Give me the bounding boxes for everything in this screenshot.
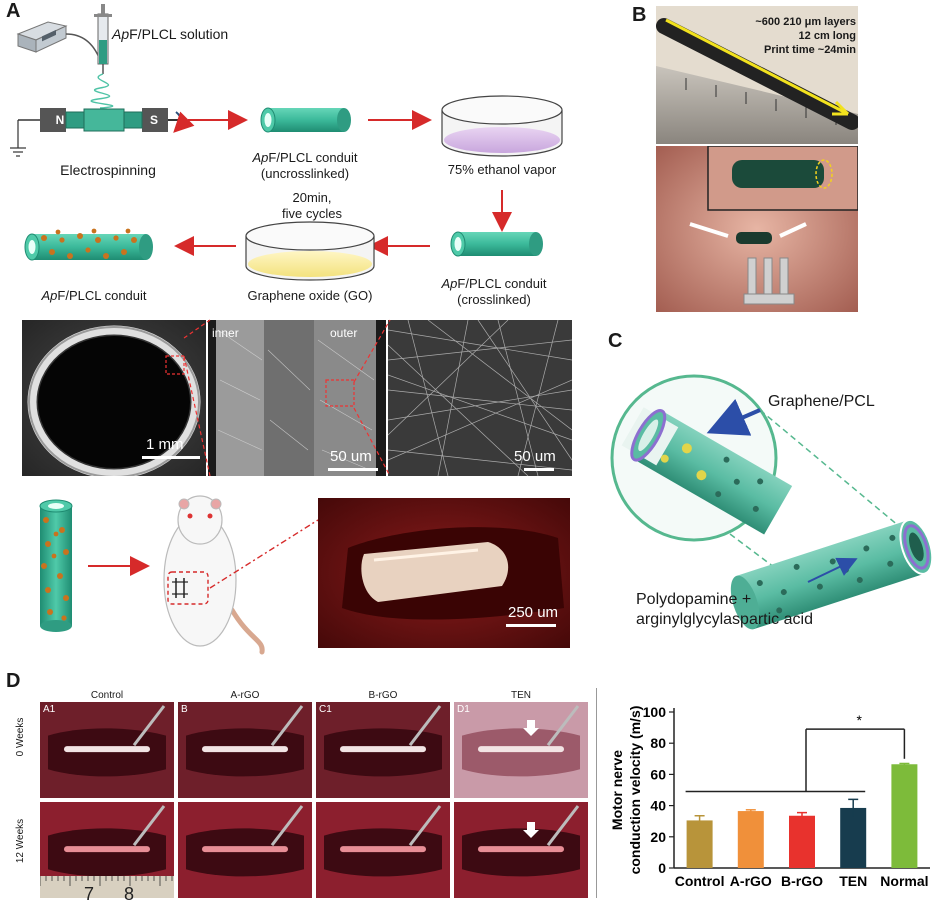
y-axis-label-2: conduction velocity (m/s): [627, 706, 643, 875]
col-title-argo: A-rGO: [230, 690, 260, 701]
conduit-uncrosslinked-label-1: ApF/PLCL conduit: [252, 150, 358, 165]
sem-fiber-image: 50 um: [388, 320, 572, 476]
y-tick-label-20: 20: [650, 829, 666, 845]
bar-ten: [840, 807, 867, 868]
sem-outer-label: outer: [330, 326, 358, 340]
panel-c-conduit-illustration: [610, 374, 934, 630]
ruler-mark-7: 7: [84, 884, 95, 904]
vertical-conduit-icon: [39, 499, 73, 632]
y-tick-label-100: 100: [643, 704, 667, 720]
power-supply-icon: [16, 21, 68, 53]
conduit-go-coated-icon: [24, 228, 153, 261]
graphene-oxide-label: Graphene oxide (GO): [247, 288, 373, 303]
print-spec-line-1: ~600 210 μm layers: [755, 16, 856, 28]
bar-a-rgo: [737, 811, 764, 868]
row-label-0-weeks: 0 Weeks: [15, 717, 26, 757]
sem-inner-label: inner: [212, 326, 239, 340]
sem-3-scale-label: 50 um: [514, 448, 556, 465]
panel-a-schematic: [10, 4, 563, 281]
surgery-photo-r1-c2: [316, 802, 450, 898]
significance-star: *: [856, 712, 862, 728]
surgery-photo-r0-c1: B: [178, 702, 312, 798]
conduit-uncrosslinked-label-2: (uncrosslinked): [260, 166, 350, 181]
y-tick-label-80: 80: [650, 735, 666, 751]
implant-schematic: [39, 495, 319, 655]
rgd-label: arginylglycylaspartic acid: [636, 611, 813, 628]
cycles-label-1: 20min,: [292, 190, 332, 205]
ruler-mark-8: 8: [124, 884, 135, 904]
surgery-photo-r0-c0: A1: [40, 702, 174, 798]
bar-control: [686, 820, 713, 868]
x-tick-label-normal: Normal: [880, 873, 928, 889]
x-tick-label-control: Control: [675, 873, 725, 889]
graphene-oxide-dish-icon: [245, 221, 375, 281]
y-tick-label-0: 0: [658, 860, 666, 876]
sem-cross-section-image: 1 mm: [22, 320, 206, 476]
surgery-photo-r0-c2: C1: [316, 702, 450, 798]
bar-normal: [891, 764, 918, 868]
cell-tag-1: B: [181, 704, 188, 715]
graphene-pcl-label: Graphene/PCL: [768, 393, 875, 410]
panel-d-letter: D: [6, 670, 21, 692]
conduit-crosslinked-label-1: ApF/PLCL conduit: [441, 276, 547, 291]
surgery-photo-r1-c3: [454, 802, 588, 898]
rat-icon: [163, 495, 265, 655]
magnet-n-label: N: [55, 113, 65, 127]
row-label-12-weeks: 12 Weeks: [15, 818, 26, 864]
ethanol-vapor-dish-icon: [441, 95, 563, 157]
col-title-ten: TEN: [511, 690, 531, 701]
x-tick-label-b-rgo: B-rGO: [781, 873, 823, 889]
syringe-icon: [94, 4, 112, 74]
print-spec-line-3: Print time ~24min: [763, 44, 856, 56]
col-title-brgo: B-rGO: [368, 690, 398, 701]
panel-d-divider: [596, 688, 597, 898]
surgery-photo-r1-c1: [178, 802, 312, 898]
conduit-uncrosslinked-icon: [260, 107, 351, 133]
bar-b-rgo: [789, 815, 815, 868]
implanted-conduit-photo: [656, 146, 858, 312]
panel-a-letter: A: [6, 0, 21, 22]
ethanol-label: 75% ethanol vapor: [447, 162, 557, 177]
cell-tag-3: D1: [457, 704, 470, 715]
polydopamine-label: Polydopamine +: [636, 591, 752, 608]
sem-2-scale-label: 50 um: [330, 448, 372, 465]
collector-icon: [10, 108, 195, 157]
cycles-label-2: five cycles: [282, 206, 342, 221]
sem-1-scale-label: 1 mm: [146, 436, 184, 453]
surgery-photo-r1-c0: [40, 802, 174, 898]
y-axis-label-1: Motor nerve: [609, 750, 625, 830]
print-spec-line-2: 12 cm long: [798, 30, 856, 42]
printed-conduit-photo: ~600 210 μm layers 12 cm long Print time…: [656, 6, 858, 144]
solution-label: ApF/PLCL solution: [112, 26, 229, 42]
conduit-crosslinked-icon: [450, 231, 543, 257]
sem-wall-image: inner outer 50 um: [208, 320, 386, 476]
col-title-control: Control: [90, 690, 124, 701]
panel-c-letter: C: [608, 330, 623, 352]
x-tick-label-a-rgo: A-rGO: [730, 873, 772, 889]
x-tick-label-ten: TEN: [839, 873, 867, 889]
cell-tag-2: C1: [319, 704, 332, 715]
photo-scale-label: 250 um: [508, 604, 559, 621]
surgery-photo-r0-c3: D1: [454, 702, 588, 798]
implant-photo: 250 um: [318, 498, 570, 648]
cell-tag-0: A1: [43, 704, 56, 715]
conduit-crosslinked-label-2: (crosslinked): [457, 292, 531, 307]
electrospinning-label: Electrospinning: [60, 162, 156, 178]
magnet-s-label: S: [149, 113, 158, 127]
y-tick-label-60: 60: [650, 766, 666, 782]
y-tick-label-40: 40: [650, 798, 666, 814]
conduit-final-label: ApF/PLCL conduit: [41, 288, 147, 303]
panel-b-letter: B: [632, 4, 647, 26]
